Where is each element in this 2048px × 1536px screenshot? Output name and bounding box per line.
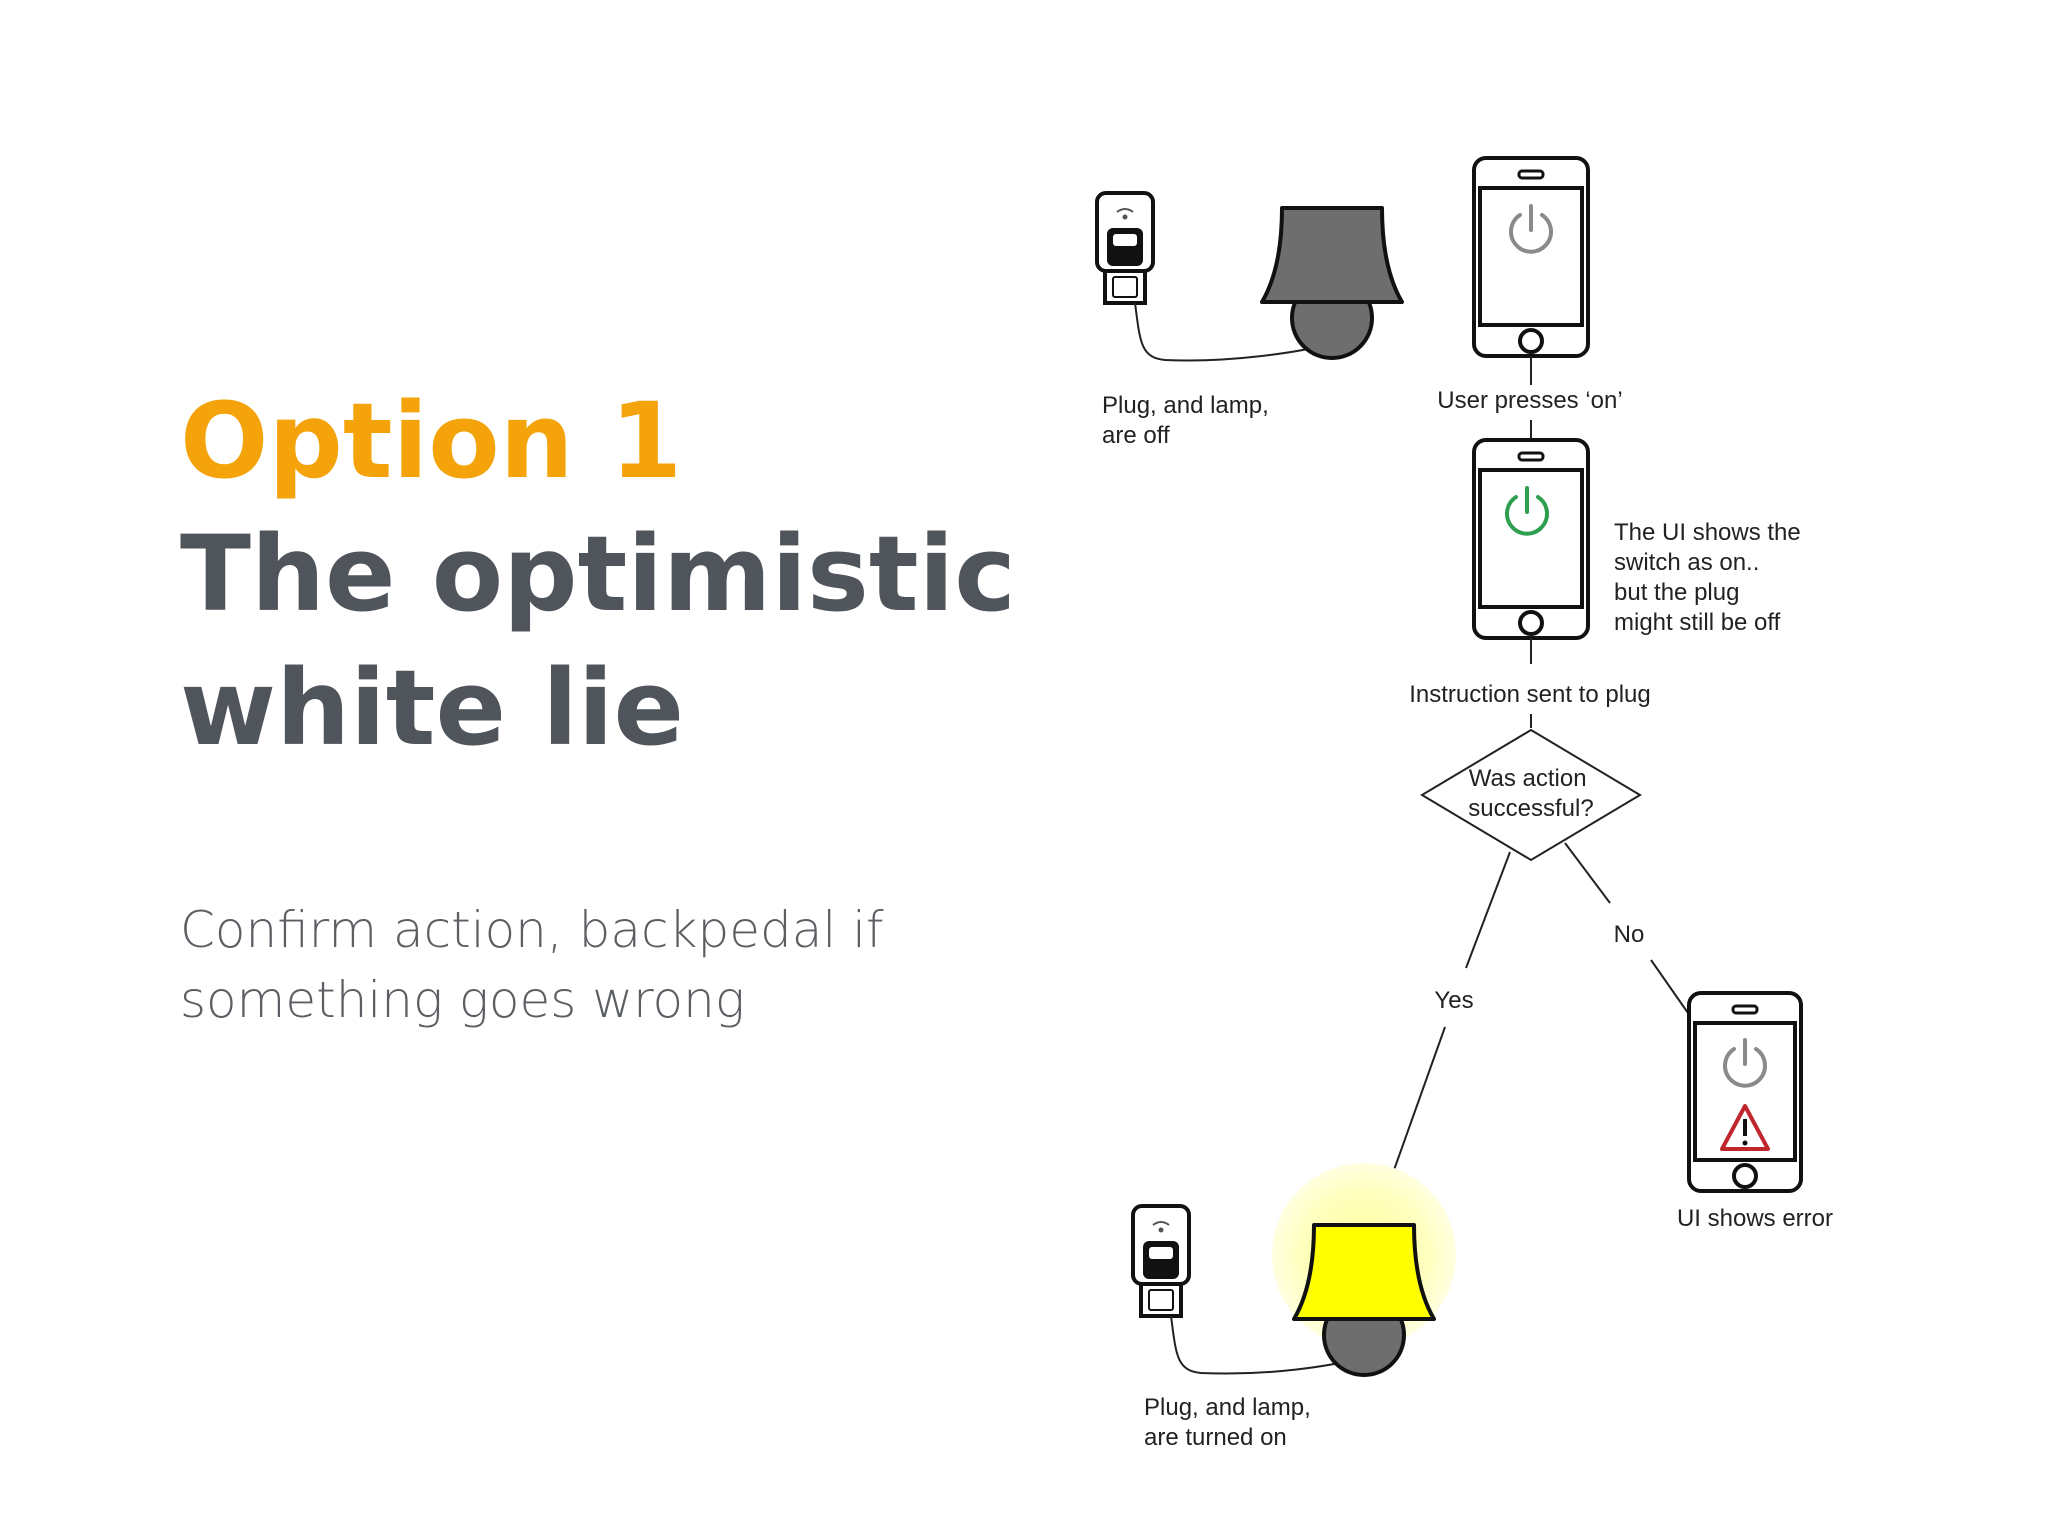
power-icon — [1509, 204, 1553, 254]
option-title: The optimistic white lie — [180, 513, 1016, 769]
phone-icon — [1472, 438, 1590, 640]
connector — [1650, 959, 1689, 1014]
yes-label: Yes — [1434, 987, 1473, 1014]
error-state-label: UI shows error — [1677, 1205, 1833, 1232]
option-description: Confirm action, backpedal if something g… — [180, 901, 884, 1029]
phone-icon — [1472, 156, 1590, 358]
instruction-label: Instruction sent to plug — [1409, 681, 1650, 708]
smart-plug-icon — [1131, 1204, 1191, 1318]
connector — [1564, 842, 1611, 904]
start-state-label: Plug, and lamp, are off — [1102, 392, 1275, 449]
user-action-label: User presses ‘on’ — [1437, 387, 1622, 414]
decision-diamond — [1420, 728, 1642, 862]
lamp-icon — [1292, 1223, 1436, 1377]
power-icon — [1505, 486, 1549, 536]
connector — [1393, 1026, 1446, 1171]
option-label: Option 1 — [180, 380, 683, 502]
slide-title: Option 1 The optimistic white lie — [180, 375, 1040, 775]
phone-icon — [1687, 991, 1803, 1193]
decision-label: Was action successful? — [1468, 765, 1593, 822]
no-label: No — [1614, 921, 1645, 948]
lamp-icon — [1260, 206, 1404, 360]
connector — [1465, 851, 1511, 969]
power-cable — [1170, 1315, 1363, 1375]
power-icon — [1723, 1038, 1767, 1088]
power-cable — [1134, 302, 1331, 362]
success-state-label: Plug, and lamp, are turned on — [1144, 1394, 1317, 1451]
warning-icon — [1720, 1104, 1770, 1151]
ui-note-label: The UI shows the switch as on.. but the … — [1614, 519, 1807, 636]
smart-plug-icon — [1095, 191, 1155, 305]
